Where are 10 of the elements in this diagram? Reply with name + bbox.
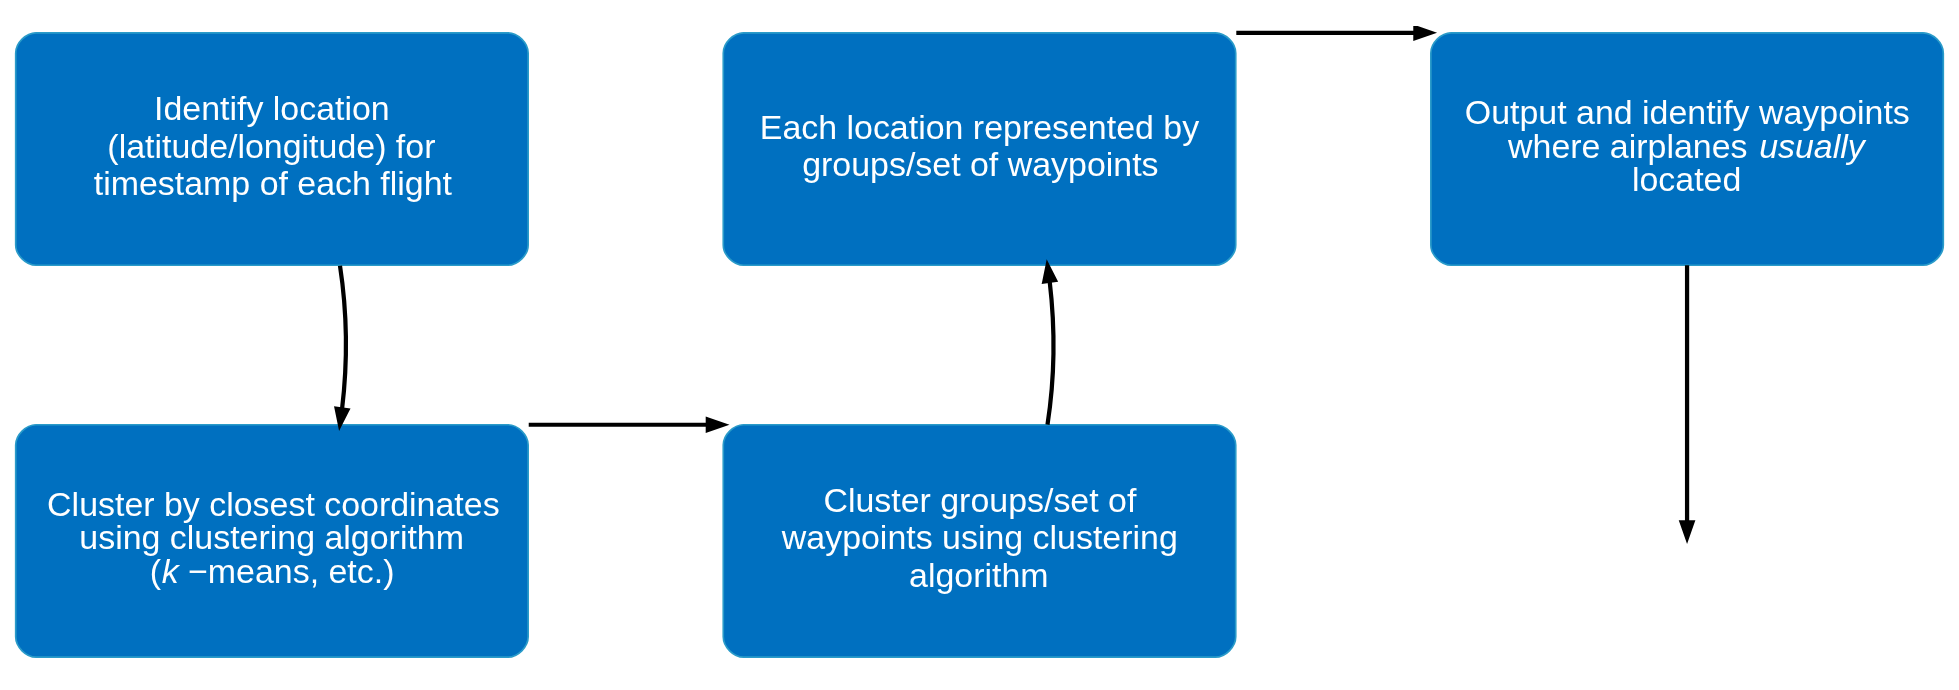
- node-box: Cluster groups/set of waypoints using clustering algorithm: [722, 423, 1237, 659]
- node-box: Cluster by closest coordinates using clustering algorithm (k −means, etc.): [14, 423, 529, 659]
- arrow: [1236, 26, 1438, 42]
- arrow: [1041, 259, 1059, 425]
- arrow: [334, 265, 351, 431]
- node-box: Output and identify waypoints where airplanes usually located: [1430, 31, 1945, 267]
- arrow: [528, 416, 730, 434]
- arrow: [1678, 265, 1696, 544]
- node-box: Each location represented by groups/set of waypoints: [722, 31, 1237, 267]
- node-box: Identify location (latitude/longitude) for timestamp of each flight: [14, 31, 529, 267]
